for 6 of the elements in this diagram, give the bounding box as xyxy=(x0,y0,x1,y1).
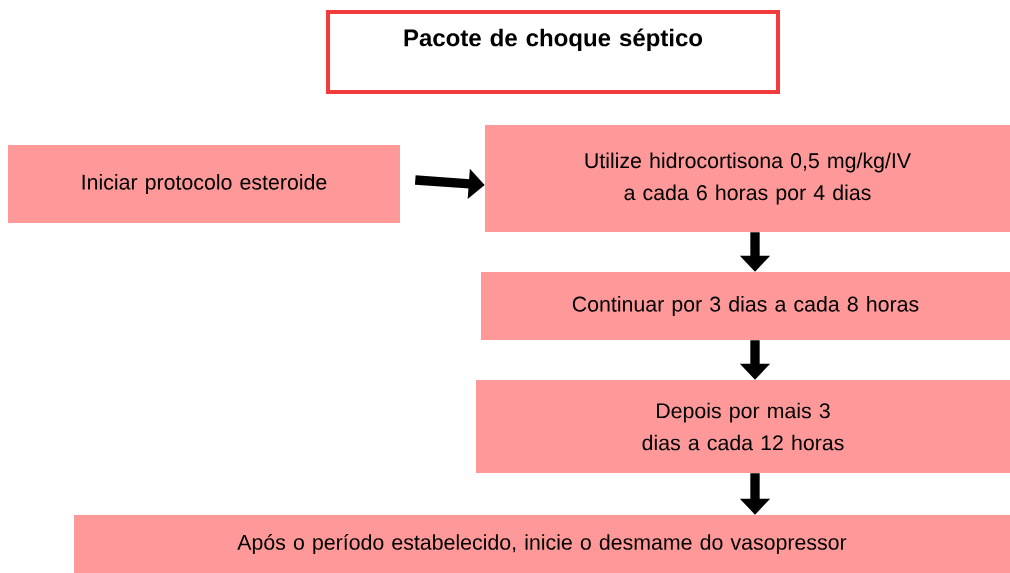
process-box: Utilize hidrocortisona 0,5 mg/kg/IV a cada 6 horas por 4 dias xyxy=(485,125,1010,232)
process-box: Continuar por 3 dias a cada 8 horas xyxy=(481,272,1010,340)
process-box: Iniciar protocolo esteroide xyxy=(8,145,400,223)
process-box: Depois por mais 3 dias a cada 12 horas xyxy=(476,380,1010,473)
process-box: Após o período estabelecido, inicie o desmame do vasopressor xyxy=(74,515,1010,573)
title-box: Pacote de choque séptico xyxy=(326,10,780,94)
